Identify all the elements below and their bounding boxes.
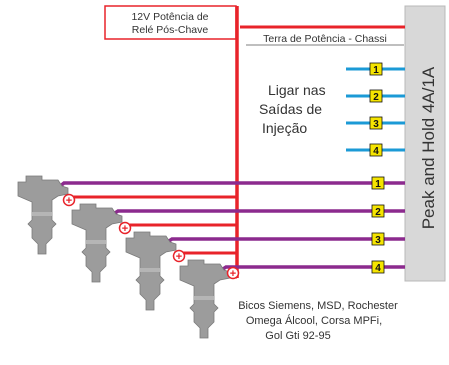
injector-number-4: 4	[375, 263, 381, 274]
injector-desc-line3: Gol Gti 92-95	[265, 330, 330, 342]
output-badge-2	[369, 89, 383, 103]
injector-band	[194, 296, 214, 300]
output-wires	[346, 67, 405, 152]
ground-label: Terra de Potência - Chassi	[263, 33, 387, 45]
output-badge-3	[369, 116, 383, 130]
injector-wire-2	[111, 209, 405, 217]
injector-number-3: 3	[375, 235, 381, 246]
plus-terminals: + + + +	[62, 193, 240, 280]
plus-symbol-1: +	[66, 195, 72, 207]
injector-badge-2	[371, 204, 385, 218]
injector-band	[86, 240, 106, 244]
fuel-injectors	[17, 175, 231, 339]
plus-terminal-icon	[118, 221, 132, 235]
plus-symbol-4: +	[230, 268, 236, 280]
plus-symbol-2: +	[122, 223, 128, 235]
injector-band	[140, 268, 160, 272]
output-number-3: 3	[373, 119, 379, 130]
instruction-line2: Saídas de	[259, 101, 322, 117]
injector-number-badges: 1 2 3 4	[371, 176, 385, 274]
injector-number-2: 2	[375, 207, 381, 218]
power-label-line2: Relé Pós-Chave	[132, 24, 209, 36]
plus-symbol-3: +	[176, 251, 182, 263]
injector-wire-3	[165, 237, 405, 245]
instruction-line1: Ligar nas	[268, 82, 326, 98]
injector-badge-1	[371, 176, 385, 190]
output-number-1: 1	[373, 65, 379, 76]
module-label: Peak and Hold 4A/1A	[419, 66, 438, 229]
plus-terminal-icon	[226, 266, 240, 280]
plus-terminal-icon	[172, 249, 186, 263]
output-number-2: 2	[373, 92, 379, 103]
output-number-4: 4	[373, 146, 379, 157]
output-badge-4	[369, 143, 383, 157]
injector-desc-line1: Bicos Siemens, MSD, Rochester	[238, 300, 398, 312]
instruction-line3: Injeção	[262, 120, 307, 136]
injector-number-1: 1	[375, 179, 381, 190]
peak-and-hold-module	[404, 5, 446, 282]
injector-badge-4	[371, 260, 385, 274]
output-badge-1	[369, 62, 383, 76]
injector-badge-3	[371, 232, 385, 246]
power-label-box	[104, 5, 237, 40]
injector-band	[32, 212, 52, 216]
injector-wire-1	[56, 181, 405, 190]
injector-desc-line2: Omega Álcool, Corsa MPFi,	[246, 314, 382, 327]
power-label-line1: 12V Potência de	[131, 11, 208, 23]
output-number-badges: 1 2 3 4	[369, 62, 383, 157]
plus-terminal-icon	[62, 193, 76, 207]
